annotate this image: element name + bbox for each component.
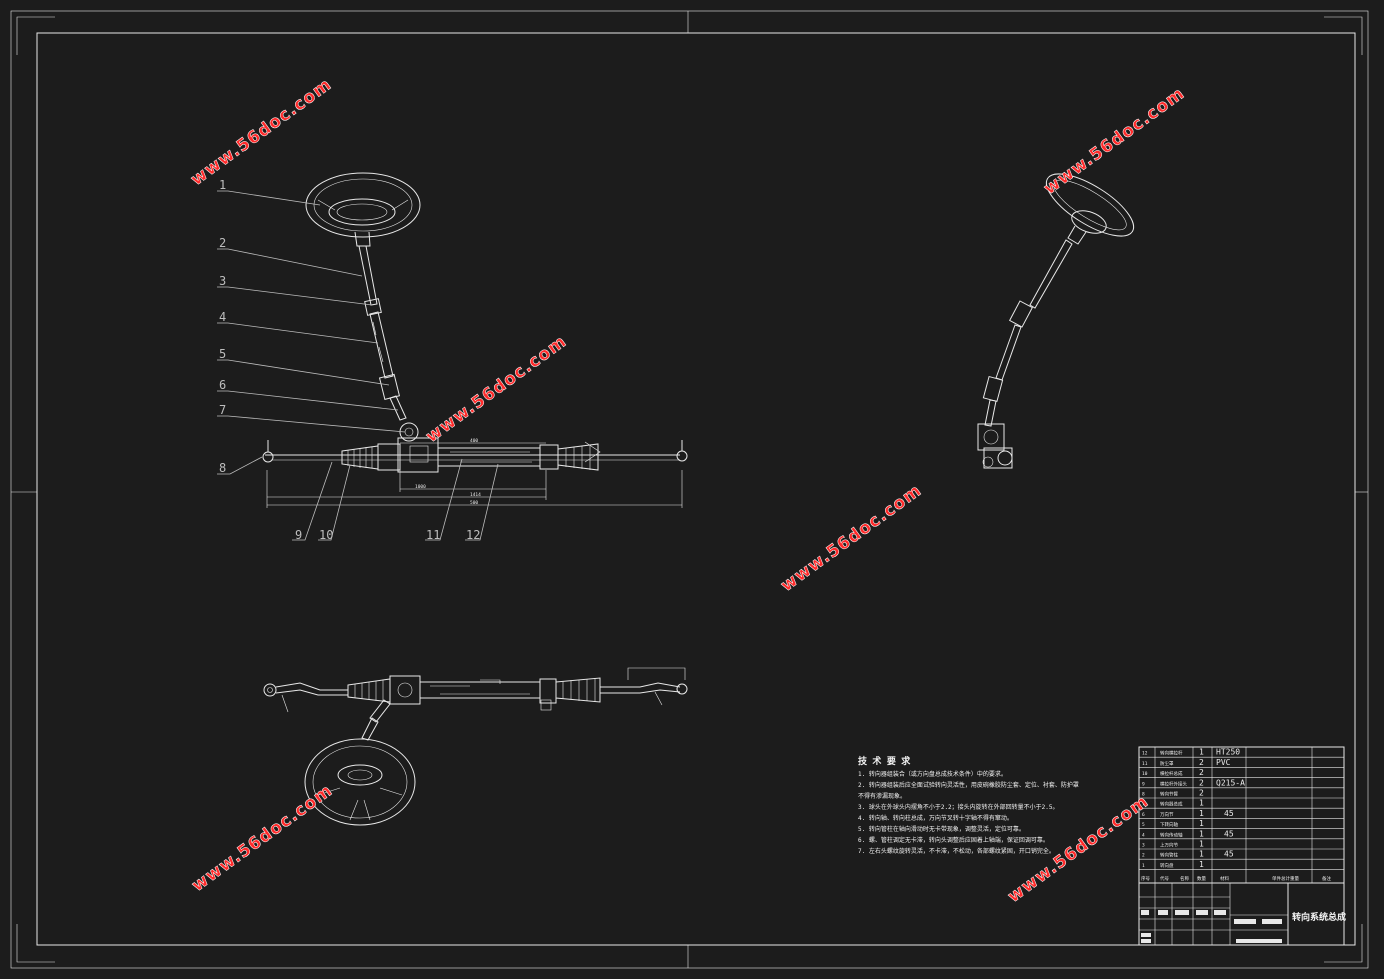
callout-3: 3 [219, 274, 226, 288]
bom-material: HT250 [1216, 748, 1240, 757]
bom-qty: 1 [1199, 809, 1204, 818]
tech-req-line: 5. 转向管柱在轴向滑动时无卡带现象，调整灵活，定位可靠。 [858, 825, 1025, 833]
bom-row: 8 转向节臂 2 [1142, 789, 1204, 798]
bom-qty: 1 [1199, 748, 1204, 757]
bom-name: 转向横拉杆 [1160, 750, 1183, 757]
bom-qty: 2 [1199, 758, 1204, 767]
bom-no: 7 [1142, 802, 1145, 808]
callout-4: 4 [219, 310, 226, 324]
bom-no: 11 [1142, 761, 1148, 767]
tech-req-heading: 技 术 要 求 [858, 755, 911, 767]
drawing-title: 转向系统总成 [1292, 911, 1346, 923]
callout-6: 6 [219, 378, 226, 392]
bom-name: 万向节 [1160, 811, 1174, 818]
callout-12: 12 [466, 528, 480, 542]
tech-req-line: 2. 转向器组装后应全面试验转向灵活性，用皮碗橡胶防尘套、定位、衬套、防护罩 [858, 781, 1079, 789]
dim-overall: 500 [470, 500, 478, 506]
bom-header-name: 名称 [1180, 875, 1189, 882]
callout-2: 2 [219, 236, 226, 250]
bom-qty: 2 [1199, 768, 1204, 777]
bom-row: 9 横拉杆外接头 2 Q215-A [1142, 778, 1245, 787]
callout-9: 9 [295, 528, 302, 542]
bom-row: 2 转向管柱 1 45 [1142, 850, 1234, 859]
bom-no: 2 [1142, 853, 1145, 859]
callout-10: 10 [319, 528, 333, 542]
dim-top: 400 [470, 438, 478, 444]
bom-name: 横拉杆总成 [1160, 770, 1183, 777]
callout-11: 11 [426, 528, 440, 542]
bom-row: 6 万向节 1 45 [1142, 809, 1234, 818]
bom-row: 3 上万向节 1 [1142, 840, 1204, 849]
bom-header-qty: 数量 [1197, 875, 1206, 882]
bom-name: 横拉杆外接头 [1160, 780, 1187, 787]
bom-header-material: 材料 [1220, 875, 1229, 882]
assembly-isometric-view [977, 173, 1135, 469]
assembly-front-view: 400 1000 1414 500 [262, 172, 688, 508]
tech-req-line: 6. 螺、管柱调定无卡滞，转向头调整后应固着上轴端，保证回调可靠。 [858, 836, 1049, 844]
bom-no: 12 [1142, 751, 1148, 757]
bom-no: 5 [1142, 822, 1145, 828]
bom-row: 5 下转向轴 1 [1142, 819, 1204, 828]
bom-no: 1 [1142, 863, 1145, 869]
bom-row: 11 防尘罩 2 PVC [1142, 758, 1231, 767]
bom-qty: 1 [1199, 819, 1204, 828]
bom-header-code: 代号 [1160, 875, 1169, 882]
bom-no: 6 [1142, 812, 1145, 818]
tech-req-line: 7. 左右头螺纹旋转灵活，不卡滞，不松动，各部螺纹紧固，开口销完全。 [858, 847, 1055, 855]
bom-name: 转向管柱 [1160, 852, 1178, 859]
bom-row: 10 横拉杆总成 2 [1142, 768, 1204, 777]
bom-name: 转向盘 [1160, 862, 1174, 869]
drawing-frame [10, 10, 1369, 969]
title-block: 转向系统总成 [1138, 882, 1346, 946]
bom-qty: 2 [1199, 789, 1204, 798]
bom-no: 4 [1142, 832, 1145, 838]
bom-qty: 1 [1199, 860, 1204, 869]
callout-5: 5 [219, 347, 226, 361]
bom-name: 转向器总成 [1160, 801, 1183, 808]
callout-7: 7 [219, 403, 226, 417]
bom-header-remark: 备注 [1322, 875, 1331, 882]
bom-material: 45 [1224, 850, 1234, 859]
bom-row: 1 转向盘 1 [1142, 860, 1204, 869]
bom-name: 转向节臂 [1160, 791, 1178, 798]
dim-mid: 1000 [415, 484, 426, 490]
bom-material: PVC [1216, 758, 1231, 767]
bom-name: 下转向轴 [1160, 821, 1178, 828]
bom-row: 4 转向传动轴 1 45 [1142, 829, 1234, 838]
bom-no: 8 [1142, 792, 1145, 798]
tech-req-line: 3. 球头在外球头内摆角不小于2.2；接头内旋转在外部回转量不小于2.5。 [858, 803, 1059, 811]
technical-requirements: 技 术 要 求 1. 转向器组装合（或方向盘总成技术条件）中的要求。 2. 转向… [858, 755, 1079, 855]
bom-qty: 1 [1199, 829, 1204, 838]
tech-req-line: 不得有渗漏现象。 [858, 792, 906, 800]
bom-header-no: 序号 [1141, 875, 1150, 882]
bom-material: 45 [1224, 829, 1234, 838]
bom-no: 3 [1142, 843, 1145, 849]
tech-req-line: 4. 转向轴、转向柱总成，万向节叉转十字轴不得有窜动。 [858, 814, 1013, 822]
callout-1: 1 [219, 178, 226, 192]
tech-req-line: 1. 转向器组装合（或方向盘总成技术条件）中的要求。 [858, 770, 1007, 778]
bom-material: 45 [1224, 809, 1234, 818]
bom-qty: 1 [1199, 850, 1204, 859]
bom-name: 防尘罩 [1160, 760, 1174, 767]
dim-lower: 1414 [470, 492, 481, 498]
bom-material: Q215-A [1216, 778, 1245, 787]
bom-qty: 1 [1199, 840, 1204, 849]
callout-labels: 1 2 3 4 5 6 7 8 9 10 11 12 [219, 178, 480, 542]
bom-qty: 1 [1199, 799, 1204, 808]
bom-row: 12 转向横拉杆 1 HT250 [1142, 748, 1240, 757]
assembly-top-view [263, 667, 688, 826]
bom-no: 9 [1142, 781, 1145, 787]
callout-8: 8 [219, 461, 226, 475]
bom-name: 上万向节 [1160, 842, 1178, 849]
bom-row: 7 转向器总成 1 [1142, 799, 1204, 808]
bom-qty: 2 [1199, 778, 1204, 787]
bom-name: 转向传动轴 [1160, 831, 1183, 838]
callout-leaders [217, 190, 499, 541]
bom-no: 10 [1142, 771, 1148, 777]
bom-header-weight: 单件总计重量 [1272, 875, 1299, 882]
